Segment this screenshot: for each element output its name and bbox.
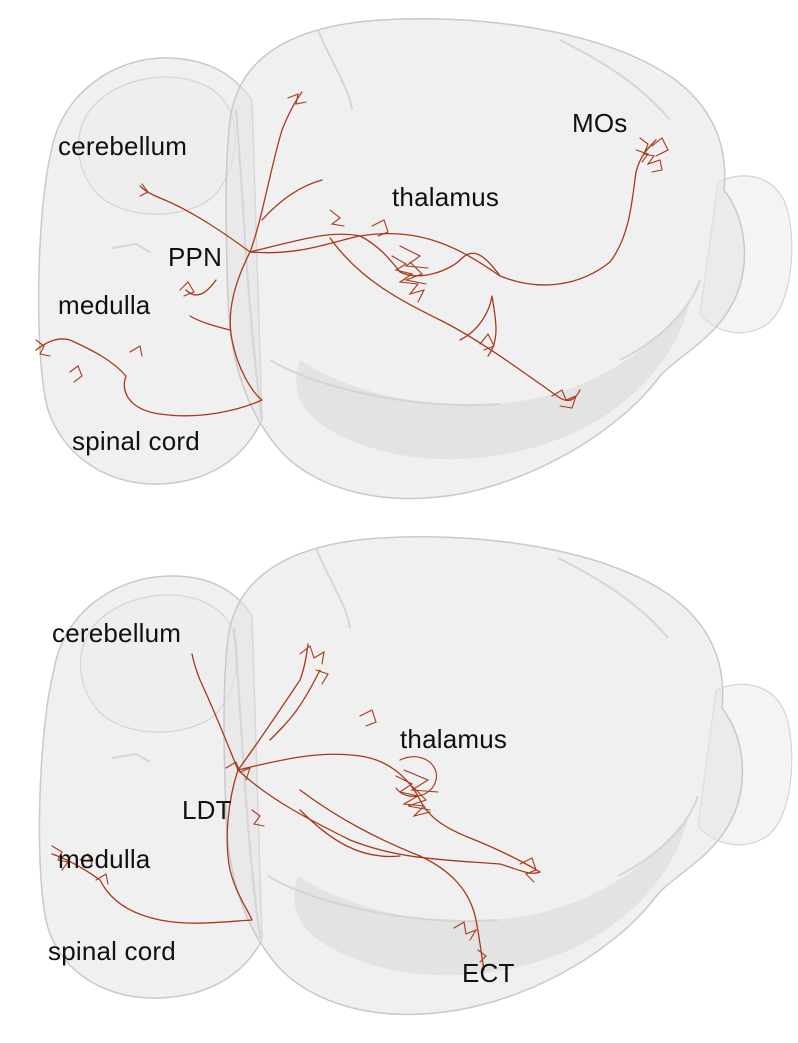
arbor-medulla [51,845,109,885]
axon-ect [299,789,485,971]
top-neuron-tracing [35,91,669,417]
arbor-thalamus [391,245,429,303]
arbor-ventral [479,332,577,409]
label-spinal-cord: spinal cord [72,426,200,456]
label-medulla: medulla [58,290,151,320]
top-brain-panel: MOs cerebellum thalamus PPN medulla spin… [0,0,798,520]
cerebellum-lobe [77,76,236,215]
arbor-mos [635,137,669,173]
axon-cerebellar [191,653,239,771]
axon-ascending [249,91,323,253]
axon-ventral [329,237,581,402]
label-thalamus: thalamus [392,182,500,212]
arbor-ect [453,857,537,963]
axon-thalamus [237,753,541,873]
axon-ventral [237,769,541,874]
axon-cerebellar [139,185,251,331]
cerebellum-lobe [79,594,238,733]
axon-descending [35,251,263,417]
midbrain-groove [235,109,263,421]
axon-descending [51,769,253,924]
cortex-shade [296,300,690,460]
cortex-fold [269,29,701,407]
arbor-dorsal [299,645,377,727]
axon-dorsal [237,643,321,771]
axon-to-mos [249,139,657,286]
label-cerebellum: cerebellum [58,131,188,161]
arbor-ldt [225,761,265,827]
arbor-thalamus [395,756,439,818]
bottom-neuron-tracing [51,643,541,971]
axon-thalamus [249,233,501,277]
brainstem-notch [111,242,151,253]
midbrain-groove [233,627,261,939]
label-ppn: PPN [168,242,223,272]
cortex-shade [294,816,688,976]
label-medulla: medulla [58,844,151,874]
label-cerebellum: cerebellum [52,618,182,648]
top-brain-figure [35,18,793,500]
label-ect: ECT [462,958,515,988]
bottom-brain-panel: cerebellum thalamus LDT medulla spinal c… [0,520,798,1043]
bottom-brain-figure [38,536,793,1016]
label-thalamus: thalamus [400,724,508,754]
label-mos: MOs [572,108,628,138]
label-ldt: LDT [182,795,232,825]
cortex-fold [267,547,699,923]
brainstem-notch [111,752,151,763]
arbor-medulla [35,183,195,383]
arbor-dorsal [287,93,389,237]
label-spinal-cord: spinal cord [48,936,176,966]
